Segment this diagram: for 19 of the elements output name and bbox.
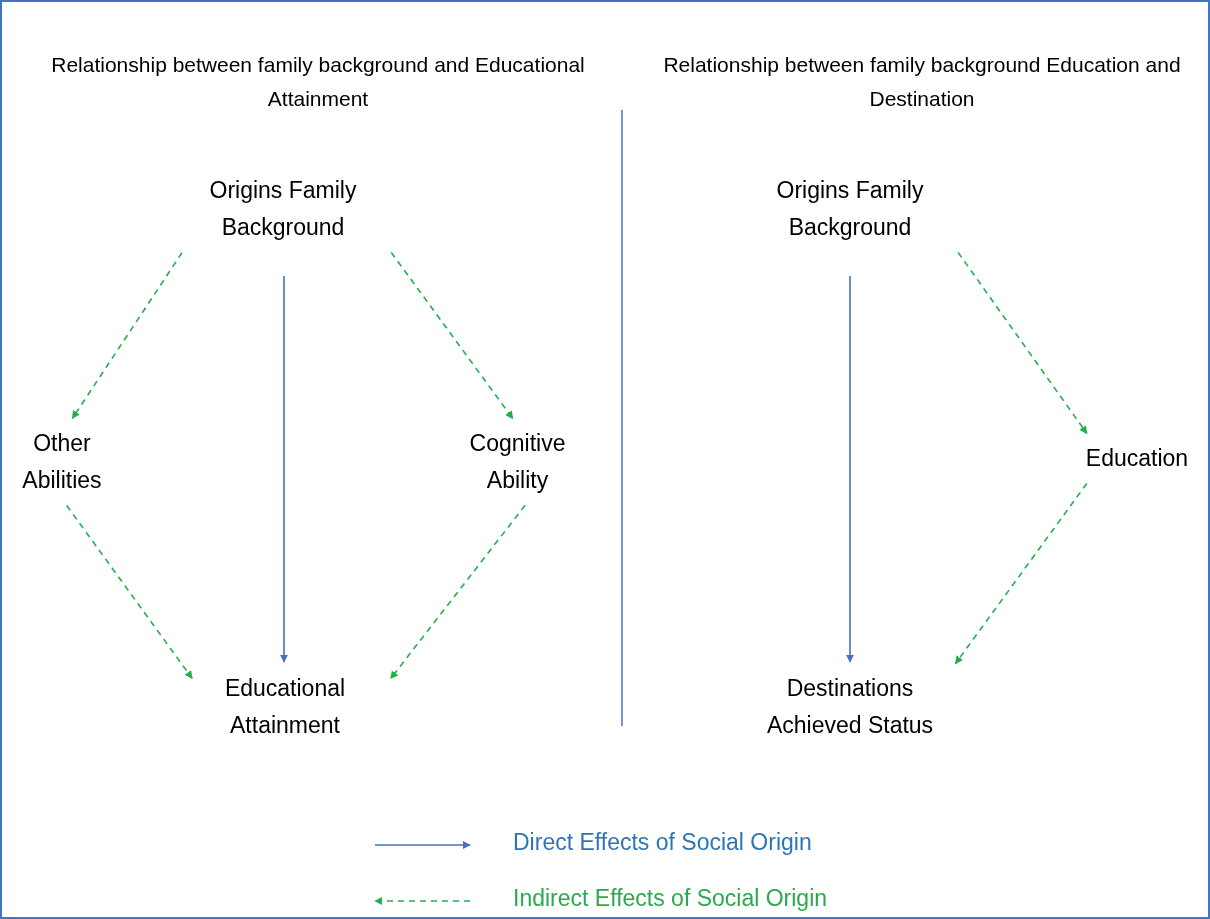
- concept-label: Destinations Achieved Status: [745, 670, 955, 744]
- dashed-arrow: [71, 251, 183, 420]
- legend-label: Indirect Effects of Social Origin: [513, 885, 828, 912]
- section-heading: Relationship between family background and Educational Attainment: [50, 52, 586, 112]
- dashed-arrow: [65, 504, 193, 680]
- section-heading: Relationship between family background Education and Destination: [662, 52, 1182, 112]
- dashed-arrow: [390, 251, 514, 420]
- concept-label: Education: [1072, 440, 1202, 477]
- dashed-arrow: [954, 482, 1088, 665]
- dashed-arrow: [957, 251, 1088, 435]
- concept-label: Educational Attainment: [180, 670, 390, 744]
- arrow: [846, 275, 854, 663]
- legend-label: Direct Effects of Social Origin: [513, 829, 812, 856]
- concept-label: Other Abilities: [2, 425, 122, 499]
- dashed-arrow: [389, 504, 526, 680]
- concept-label: Origins Family Background: [168, 172, 398, 246]
- arrow: [280, 275, 288, 663]
- concept-label: Origins Family Background: [735, 172, 965, 246]
- concept-label: Cognitive Ability: [455, 425, 580, 499]
